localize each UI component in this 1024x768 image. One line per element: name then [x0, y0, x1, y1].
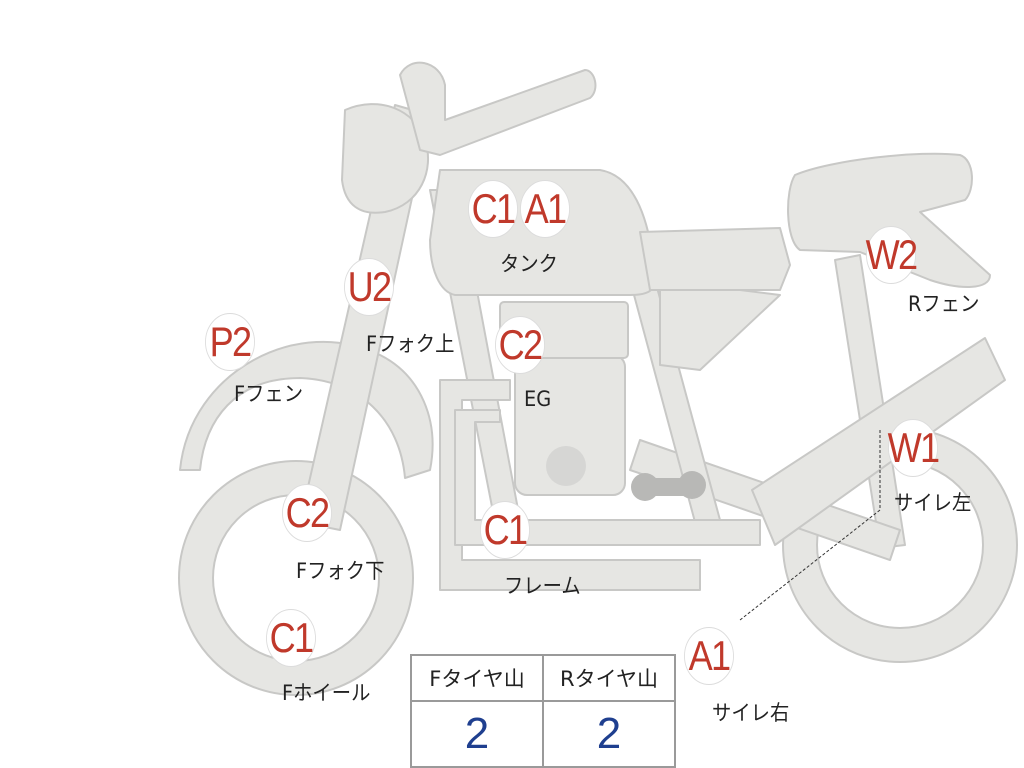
label-tank: タンク [500, 252, 558, 276]
marker-code: P2 [209, 318, 252, 365]
seat [639, 227, 791, 291]
label-muffler-left: サイレ左 [894, 491, 972, 515]
tail-cowl [787, 152, 991, 288]
marker-code: C1 [471, 185, 516, 232]
marker-muffler-right-a1: A1 [684, 627, 734, 685]
marker-front-fender-p2: P2 [205, 313, 255, 371]
side-panel [659, 279, 781, 371]
label-fork-upper: Fフォク上 [366, 332, 455, 356]
marker-code: A1 [688, 632, 731, 679]
marker-code: C1 [483, 506, 528, 553]
marker-front-wheel-c1: C1 [266, 609, 316, 667]
marker-code: C2 [285, 489, 330, 536]
exhaust-lower [439, 379, 701, 591]
engine-cover [546, 446, 586, 486]
label-front-wheel: Fホイール [282, 681, 371, 705]
marker-code: C1 [269, 614, 314, 661]
marker-code: U2 [347, 263, 392, 310]
front-tire-header: Fタイヤ山 [410, 654, 544, 702]
marker-code: W1 [887, 424, 940, 471]
marker-code: W2 [865, 231, 918, 278]
rear-tire-value: 2 [542, 700, 676, 768]
tire-tread-table: Fタイヤ山 Rタイヤ山 2 2 [410, 654, 676, 768]
marker-muffler-left-w1: W1 [887, 419, 940, 477]
label-fork-lower: Fフォク下 [296, 559, 385, 583]
marker-engine-c2: C2 [495, 316, 545, 374]
marker-tank-a1: A1 [520, 180, 570, 238]
label-engine: EG [524, 387, 552, 411]
marker-code: C2 [498, 321, 543, 368]
label-muffler-right: サイレ右 [712, 701, 790, 725]
headlight [341, 103, 430, 214]
label-front-fender: Fフェン [234, 382, 304, 406]
rear-tire-header: Rタイヤ山 [542, 654, 676, 702]
label-rear-fender: Rフェン [908, 292, 980, 316]
marker-rear-fender-w2: W2 [865, 226, 918, 284]
marker-frame-c1: C1 [480, 501, 530, 559]
label-frame: フレーム [504, 574, 581, 598]
marker-fork-lower-c2: C2 [282, 484, 332, 542]
marker-code: A1 [524, 185, 567, 232]
handlebar [399, 61, 597, 156]
marker-fork-upper-u2: U2 [344, 258, 394, 316]
muffler [751, 337, 1006, 546]
marker-tank-c1: C1 [468, 180, 518, 238]
front-tire-value: 2 [410, 700, 544, 768]
